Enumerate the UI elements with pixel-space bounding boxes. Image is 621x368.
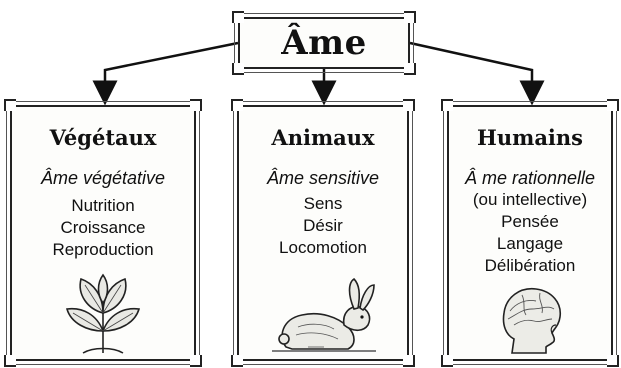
ornament-corner xyxy=(232,63,244,75)
node-subtitle: Âme sensitive xyxy=(266,168,380,188)
node-item: Nutrition xyxy=(71,196,135,215)
node-humains: Humains Â me rationnelle (ou intellectiv… xyxy=(441,99,619,367)
connector-to-humains xyxy=(409,41,545,106)
node-item: (ou intellective) xyxy=(472,190,588,209)
node-item: Reproduction xyxy=(52,240,154,259)
node-items: Sens Désir Locomotion xyxy=(239,193,407,259)
ornament-corner xyxy=(190,99,202,111)
root-title: Âme xyxy=(281,23,367,63)
ornament-corner xyxy=(403,355,415,367)
ornament-corner xyxy=(4,99,16,111)
node-vegetaux: Végétaux Âme végétative Nutrition Croiss… xyxy=(4,99,202,367)
node-item: Locomotion xyxy=(279,238,367,257)
ornament-corner xyxy=(607,99,619,111)
node-item: Délibération xyxy=(484,256,576,275)
node-item: Pensée xyxy=(501,212,559,231)
node-title: Animaux xyxy=(271,125,375,150)
ornament-corner xyxy=(232,11,244,23)
node-item: Langage xyxy=(496,234,564,253)
root-node: Âme xyxy=(232,11,416,75)
ornament-corner xyxy=(404,63,416,75)
node-subtitle: Âme végétative xyxy=(40,168,166,188)
node-item: Croissance xyxy=(60,218,146,237)
node-animaux: Animaux Âme sensitive Sens Désir Locomot… xyxy=(231,99,415,367)
human-head-icon xyxy=(449,285,611,355)
ornament-corner xyxy=(441,99,453,111)
ornament-corner xyxy=(4,355,16,367)
rabbit-icon xyxy=(239,277,407,355)
ornament-corner xyxy=(403,99,415,111)
node-item: Sens xyxy=(303,194,343,213)
connector-to-vegetaux xyxy=(92,41,239,106)
node-title: Humains xyxy=(476,125,583,150)
ornament-corner xyxy=(190,355,202,367)
ornament-corner xyxy=(231,355,243,367)
ornament-corner xyxy=(404,11,416,23)
node-items: Nutrition Croissance Reproduction xyxy=(12,195,194,261)
ornament-corner xyxy=(231,99,243,111)
ornament-corner xyxy=(607,355,619,367)
node-subtitle: Â me rationnelle xyxy=(464,168,596,188)
plant-icon xyxy=(12,273,194,355)
ornament-corner xyxy=(441,355,453,367)
node-title: Végétaux xyxy=(49,125,157,150)
node-item: Désir xyxy=(303,216,343,235)
node-items: (ou intellective) Pensée Langage Délibér… xyxy=(449,189,611,277)
